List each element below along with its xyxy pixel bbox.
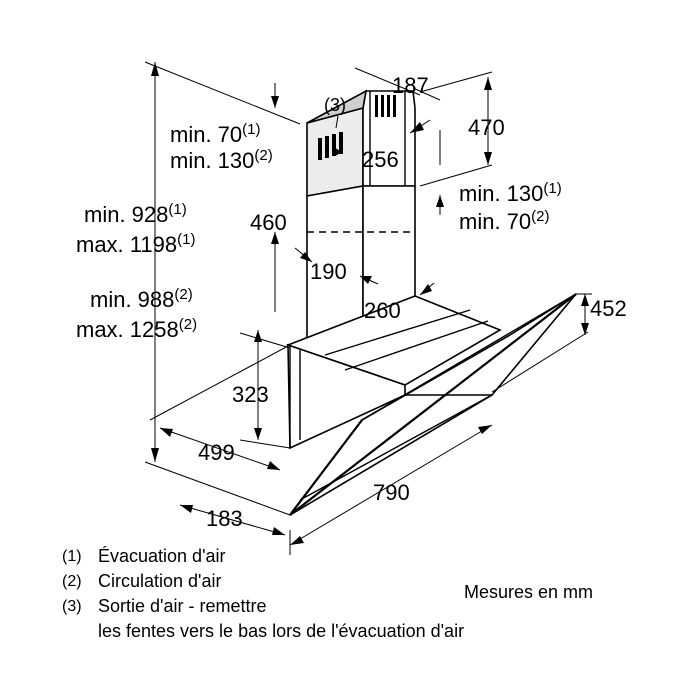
dim-183: 183 [206,506,243,531]
legend-text-1: Évacuation d'air [98,546,226,566]
label-min70-right: min. 70(2) [459,208,550,234]
dim-260: 260 [364,298,401,323]
legend-text-3: Sortie d'air - remettre [98,596,267,616]
air-outlet-slots [318,95,396,160]
label-max1258: max. 1258(2) [76,316,197,342]
label-min130-right: min. 130(1) [459,180,562,206]
legend-num-2: (2) [62,573,82,590]
label-max1198: max. 1198(1) [76,231,195,257]
label-min70-top: min. 70(1) [170,121,261,147]
legend-num-3: (3) [62,598,82,615]
dim-190: 190 [310,259,347,284]
legend-num-1: (1) [62,548,82,565]
dim-256: 256 [362,147,399,172]
dim-460: 460 [250,210,287,235]
dim-790: 790 [373,480,410,505]
glass-panel [289,293,577,516]
units-note: Mesures en mm [464,582,593,602]
label-min928: min. 928(1) [84,201,187,227]
dim-452: 452 [590,296,627,321]
dim-499: 499 [198,440,235,465]
chimney-lower [306,185,416,344]
dim-187: 187 [392,73,429,98]
dim-323: 323 [232,382,269,407]
label-min988: min. 988(2) [90,286,193,312]
callout-3: (3) [324,95,346,115]
dim-470: 470 [468,115,505,140]
dimension-lines [144,61,592,555]
label-min130-top: min. 130(2) [170,147,273,173]
legend: (1) Évacuation d'air (2) Circulation d'a… [62,546,464,641]
legend-text-2: Circulation d'air [98,571,222,591]
hood-body [285,295,502,450]
legend-continuation: les fentes vers le bas lors de l'évacuat… [98,621,464,641]
